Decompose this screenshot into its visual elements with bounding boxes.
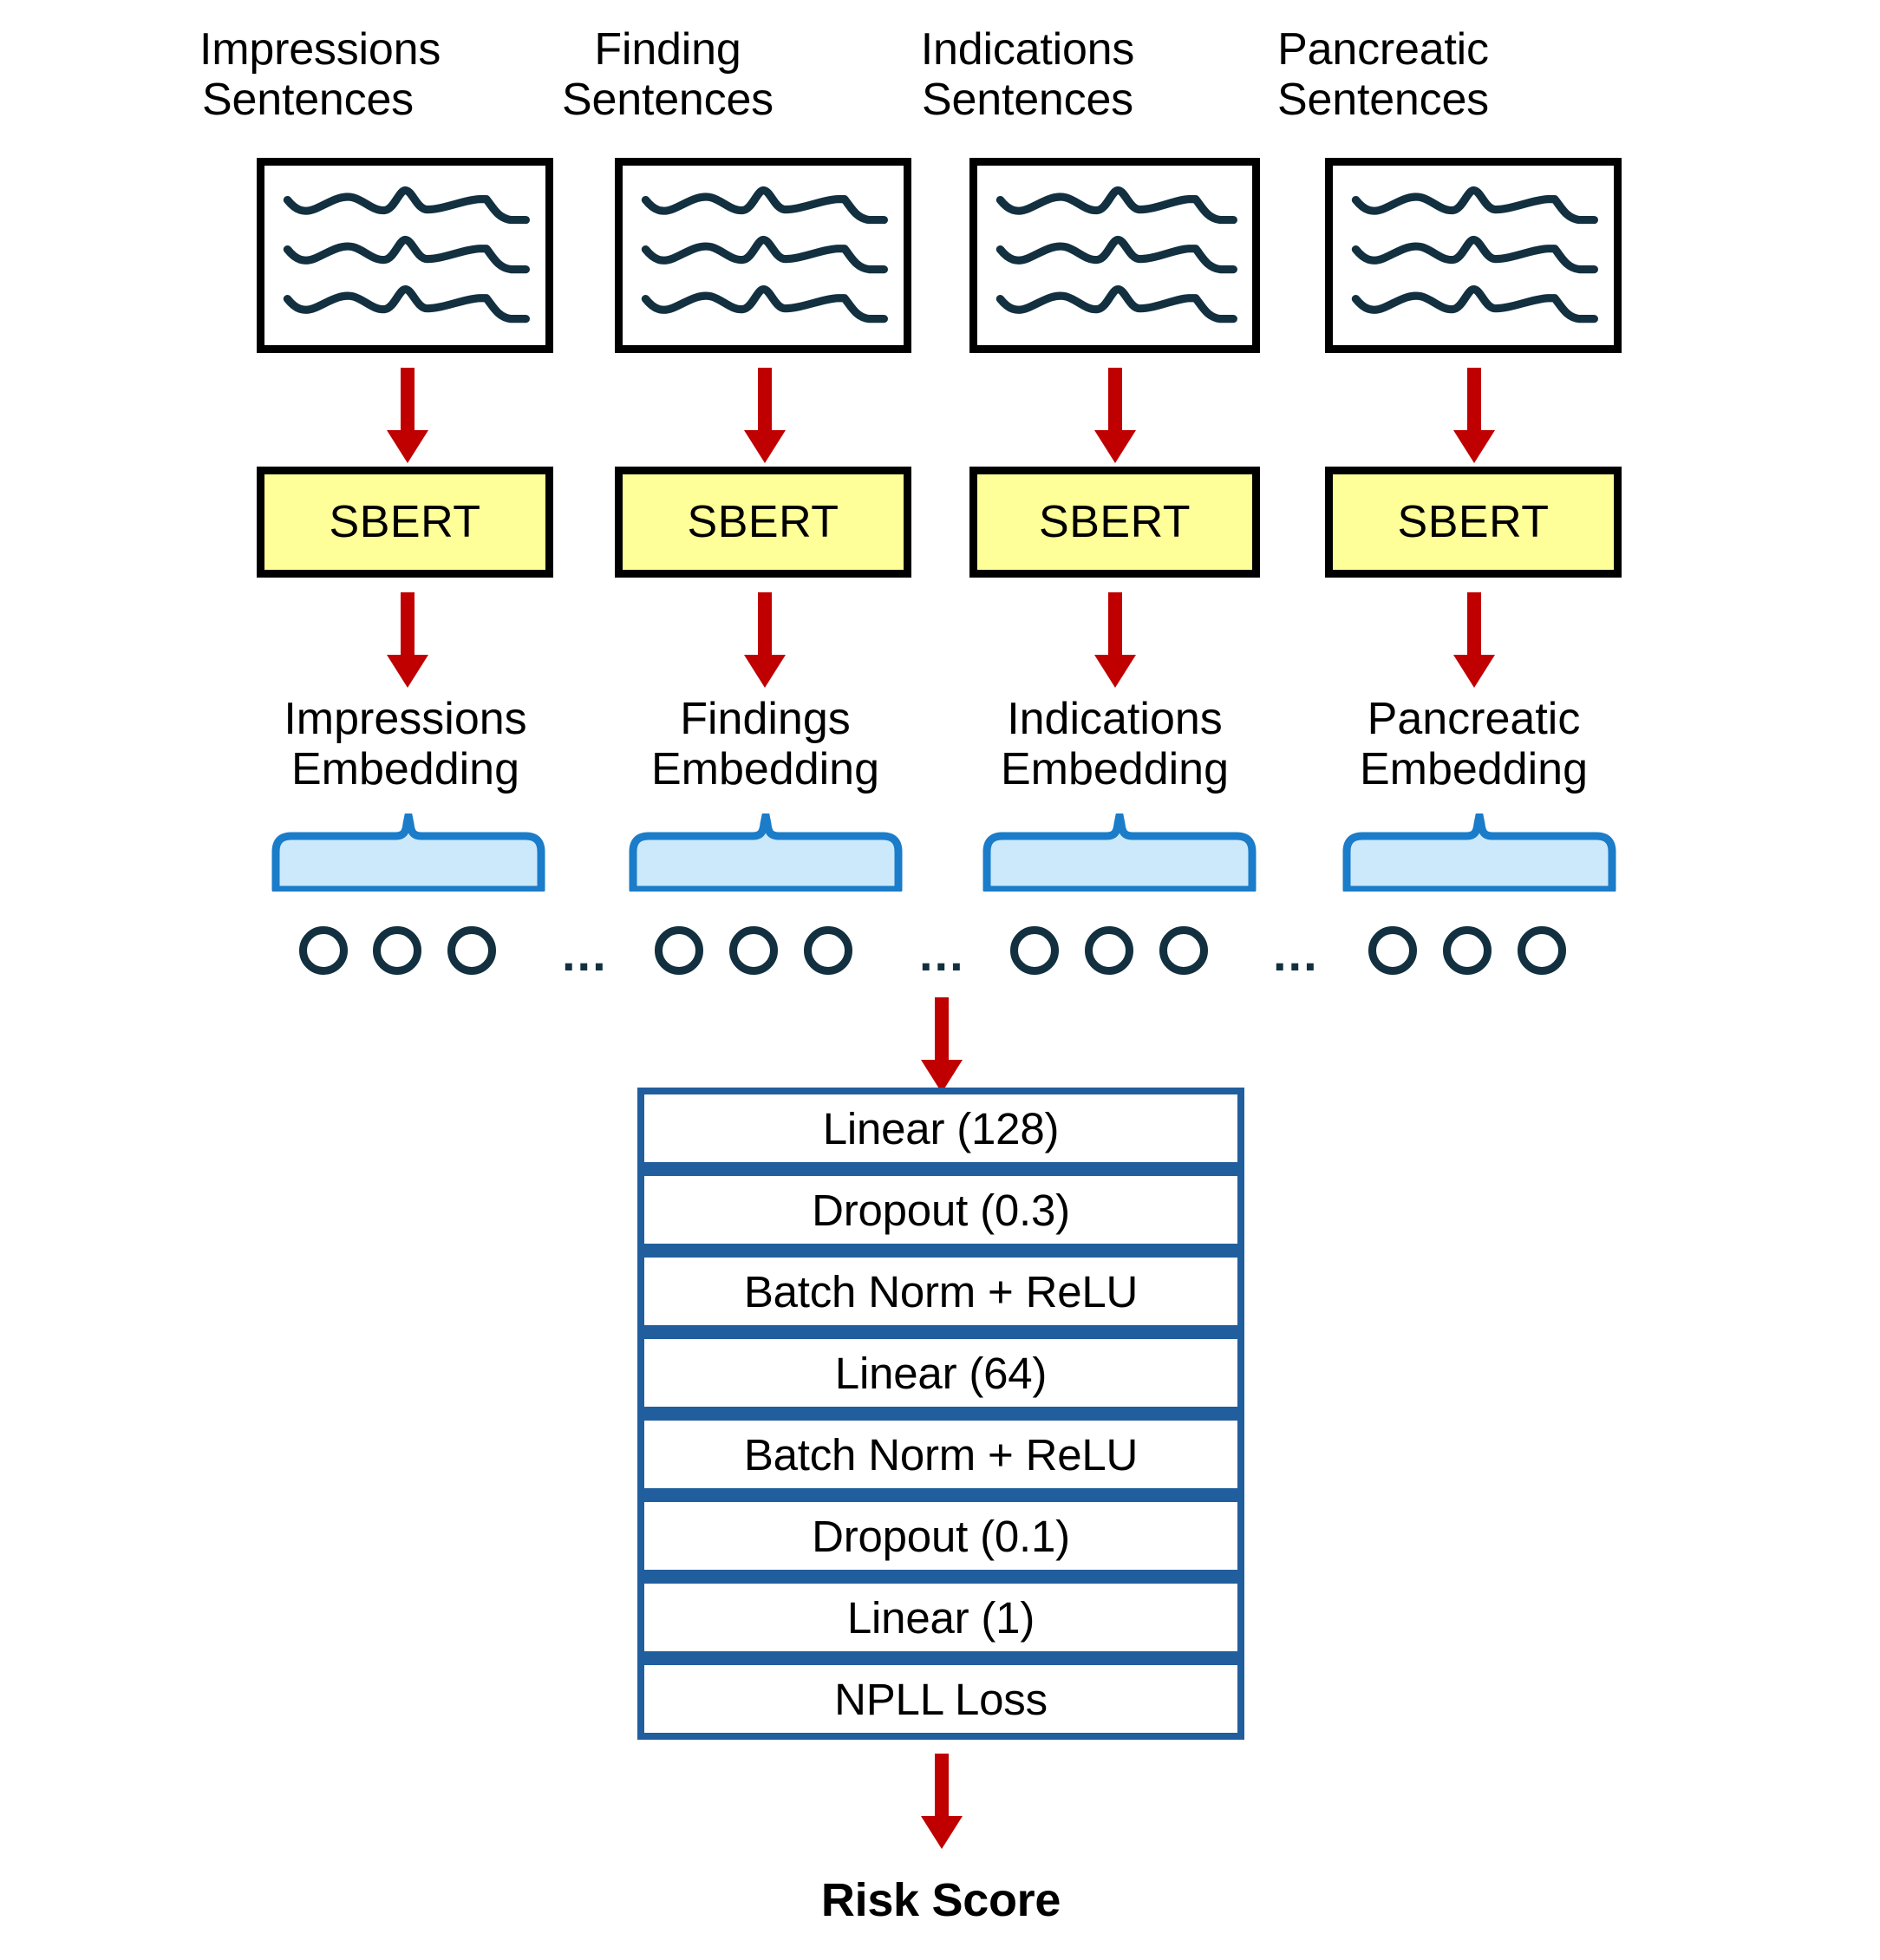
- mlp-layer-batchnorm-relu-1[interactable]: Batch Norm + ReLU: [637, 1251, 1244, 1332]
- arrow-sbert-to-embedding-finding: [739, 592, 791, 688]
- arrow-doc-to-sbert-impressions: [382, 368, 434, 463]
- embedding-unit-circle: [1010, 926, 1059, 975]
- embedding-ellipsis-indications: ...: [1273, 926, 1319, 981]
- mlp-layer-dropout-03[interactable]: Dropout (0.3): [637, 1169, 1244, 1251]
- arrow-doc-to-sbert-indications: [1089, 368, 1141, 463]
- sbert-encoder-impressions[interactable]: SBERT: [257, 467, 553, 578]
- embedding-ellipsis-findings: ...: [919, 926, 965, 981]
- embedding-title-indications: Indications Embedding: [1000, 694, 1230, 795]
- embedding-unit-circle: [804, 926, 852, 975]
- arrow-doc-to-sbert-pancreatic: [1448, 368, 1500, 463]
- mlp-layer-npll-loss[interactable]: NPLL Loss: [637, 1658, 1244, 1740]
- embedding-title-impressions: Impressions Embedding: [284, 694, 527, 795]
- arrow-sbert-to-embedding-indications: [1089, 592, 1141, 688]
- indications-sentences-document: [969, 158, 1260, 353]
- embedding-unit-circle: [1368, 926, 1417, 975]
- embedding-unit-circle: [1085, 926, 1133, 975]
- embedding-brace-indications: [980, 813, 1259, 892]
- embedding-brace-findings: [626, 813, 905, 892]
- embedding-unit-circle: [1518, 926, 1566, 975]
- embedding-ellipsis-impressions: ...: [562, 926, 608, 981]
- pancreatic-sentences-document: [1325, 158, 1622, 353]
- sbert-encoder-pancreatic[interactable]: SBERT: [1325, 467, 1622, 578]
- column-title-finding: Finding Sentences: [562, 24, 774, 126]
- arrow-embeddings-to-mlp: [916, 997, 968, 1093]
- column-title-indications: Indications Sentences: [920, 24, 1135, 126]
- embedding-unit-circle: [373, 926, 421, 975]
- arrow-sbert-to-embedding-pancreatic: [1448, 592, 1500, 688]
- squiggle-lines-icon: [641, 186, 888, 323]
- mlp-layer-linear-64[interactable]: Linear (64): [637, 1332, 1244, 1414]
- embedding-title-findings: Findings Embedding: [650, 694, 880, 795]
- mlp-layer-dropout-01[interactable]: Dropout (0.1): [637, 1495, 1244, 1577]
- squiggle-lines-icon: [283, 186, 530, 323]
- embedding-unit-circle: [1443, 926, 1492, 975]
- sbert-encoder-finding[interactable]: SBERT: [615, 467, 911, 578]
- embedding-unit-circle: [729, 926, 778, 975]
- embedding-title-pancreatic: Pancreatic Embedding: [1359, 694, 1589, 795]
- mlp-layer-linear-128[interactable]: Linear (128): [637, 1088, 1244, 1169]
- arrow-doc-to-sbert-finding: [739, 368, 791, 463]
- risk-score-label: Risk Score: [820, 1874, 1061, 1926]
- embedding-unit-circle: [299, 926, 348, 975]
- mlp-layer-linear-1[interactable]: Linear (1): [637, 1577, 1244, 1658]
- squiggle-lines-icon: [1351, 186, 1598, 323]
- embedding-brace-impressions: [269, 813, 548, 892]
- embedding-unit-circle: [1159, 926, 1208, 975]
- embedding-unit-circle: [447, 926, 496, 975]
- finding-sentences-document: [615, 158, 911, 353]
- mlp-layer-batchnorm-relu-2[interactable]: Batch Norm + ReLU: [637, 1414, 1244, 1495]
- impressions-sentences-document: [257, 158, 553, 353]
- column-title-impressions: Impressions Sentences: [199, 24, 441, 126]
- squiggle-lines-icon: [995, 186, 1237, 323]
- column-title-pancreatic: Pancreatic Sentences: [1277, 24, 1489, 126]
- sbert-encoder-indications[interactable]: SBERT: [969, 467, 1260, 578]
- embedding-brace-pancreatic: [1340, 813, 1619, 892]
- arrow-mlp-to-risk-score: [916, 1754, 968, 1849]
- arrow-sbert-to-embedding-impressions: [382, 592, 434, 688]
- embedding-unit-circle: [655, 926, 703, 975]
